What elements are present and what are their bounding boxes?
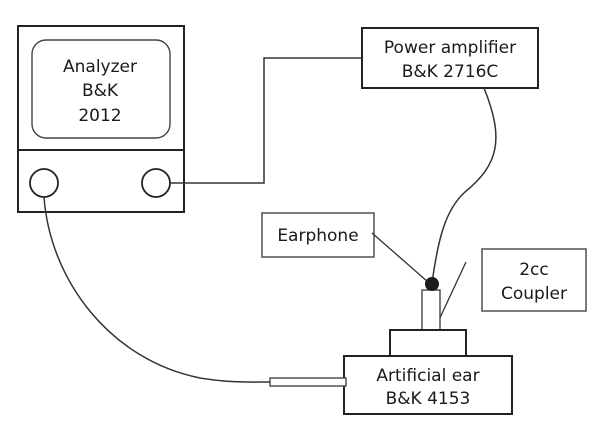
power-amplifier-box bbox=[361, 27, 539, 89]
earphone-label-box bbox=[261, 212, 375, 258]
analyzer-unit: Analyzer B&K 2012 bbox=[17, 25, 185, 213]
coupler-body bbox=[421, 289, 441, 331]
analyzer-screen bbox=[31, 39, 171, 139]
analyzer-right-connector bbox=[141, 168, 171, 198]
coupler-label-line2: Coupler bbox=[501, 284, 567, 304]
power-amplifier-label-line2: B&K 2716C bbox=[402, 62, 499, 82]
artificial-ear-base bbox=[343, 355, 513, 415]
earphone-label: Earphone bbox=[277, 226, 358, 246]
amplifier-to-earphone-cable bbox=[431, 87, 497, 284]
artificial-ear-plug bbox=[269, 377, 347, 387]
coupler-label-box bbox=[481, 248, 587, 312]
coupler-callout: 2cc Coupler bbox=[437, 248, 587, 323]
power-amplifier: Power amplifier B&K 2716C bbox=[361, 27, 539, 89]
earphone-callout: Earphone bbox=[261, 212, 429, 283]
artificial-ear-top bbox=[389, 329, 467, 357]
analyzer-to-amplifier-cable bbox=[170, 57, 362, 184]
artificial-ear-label-line2: B&K 4153 bbox=[386, 389, 471, 409]
coupler-label-line1: 2cc bbox=[519, 260, 549, 280]
earphone-dot bbox=[425, 277, 439, 291]
artificial-ear: Artificial ear B&K 4153 bbox=[269, 329, 513, 415]
artificial-ear-label-line1: Artificial ear bbox=[376, 366, 479, 386]
analyzer-to-artificial-ear-cable bbox=[43, 196, 271, 383]
analyzer-label-line2: B&K bbox=[82, 81, 119, 101]
analyzer-label-line1: Analyzer bbox=[63, 57, 137, 77]
analyzer-left-connector bbox=[29, 168, 59, 198]
earphone-leader-line bbox=[371, 232, 429, 283]
coupler-leader-line bbox=[437, 261, 467, 323]
power-amplifier-label-line1: Power amplifier bbox=[384, 38, 516, 58]
analyzer-label-line3: 2012 bbox=[78, 106, 121, 126]
